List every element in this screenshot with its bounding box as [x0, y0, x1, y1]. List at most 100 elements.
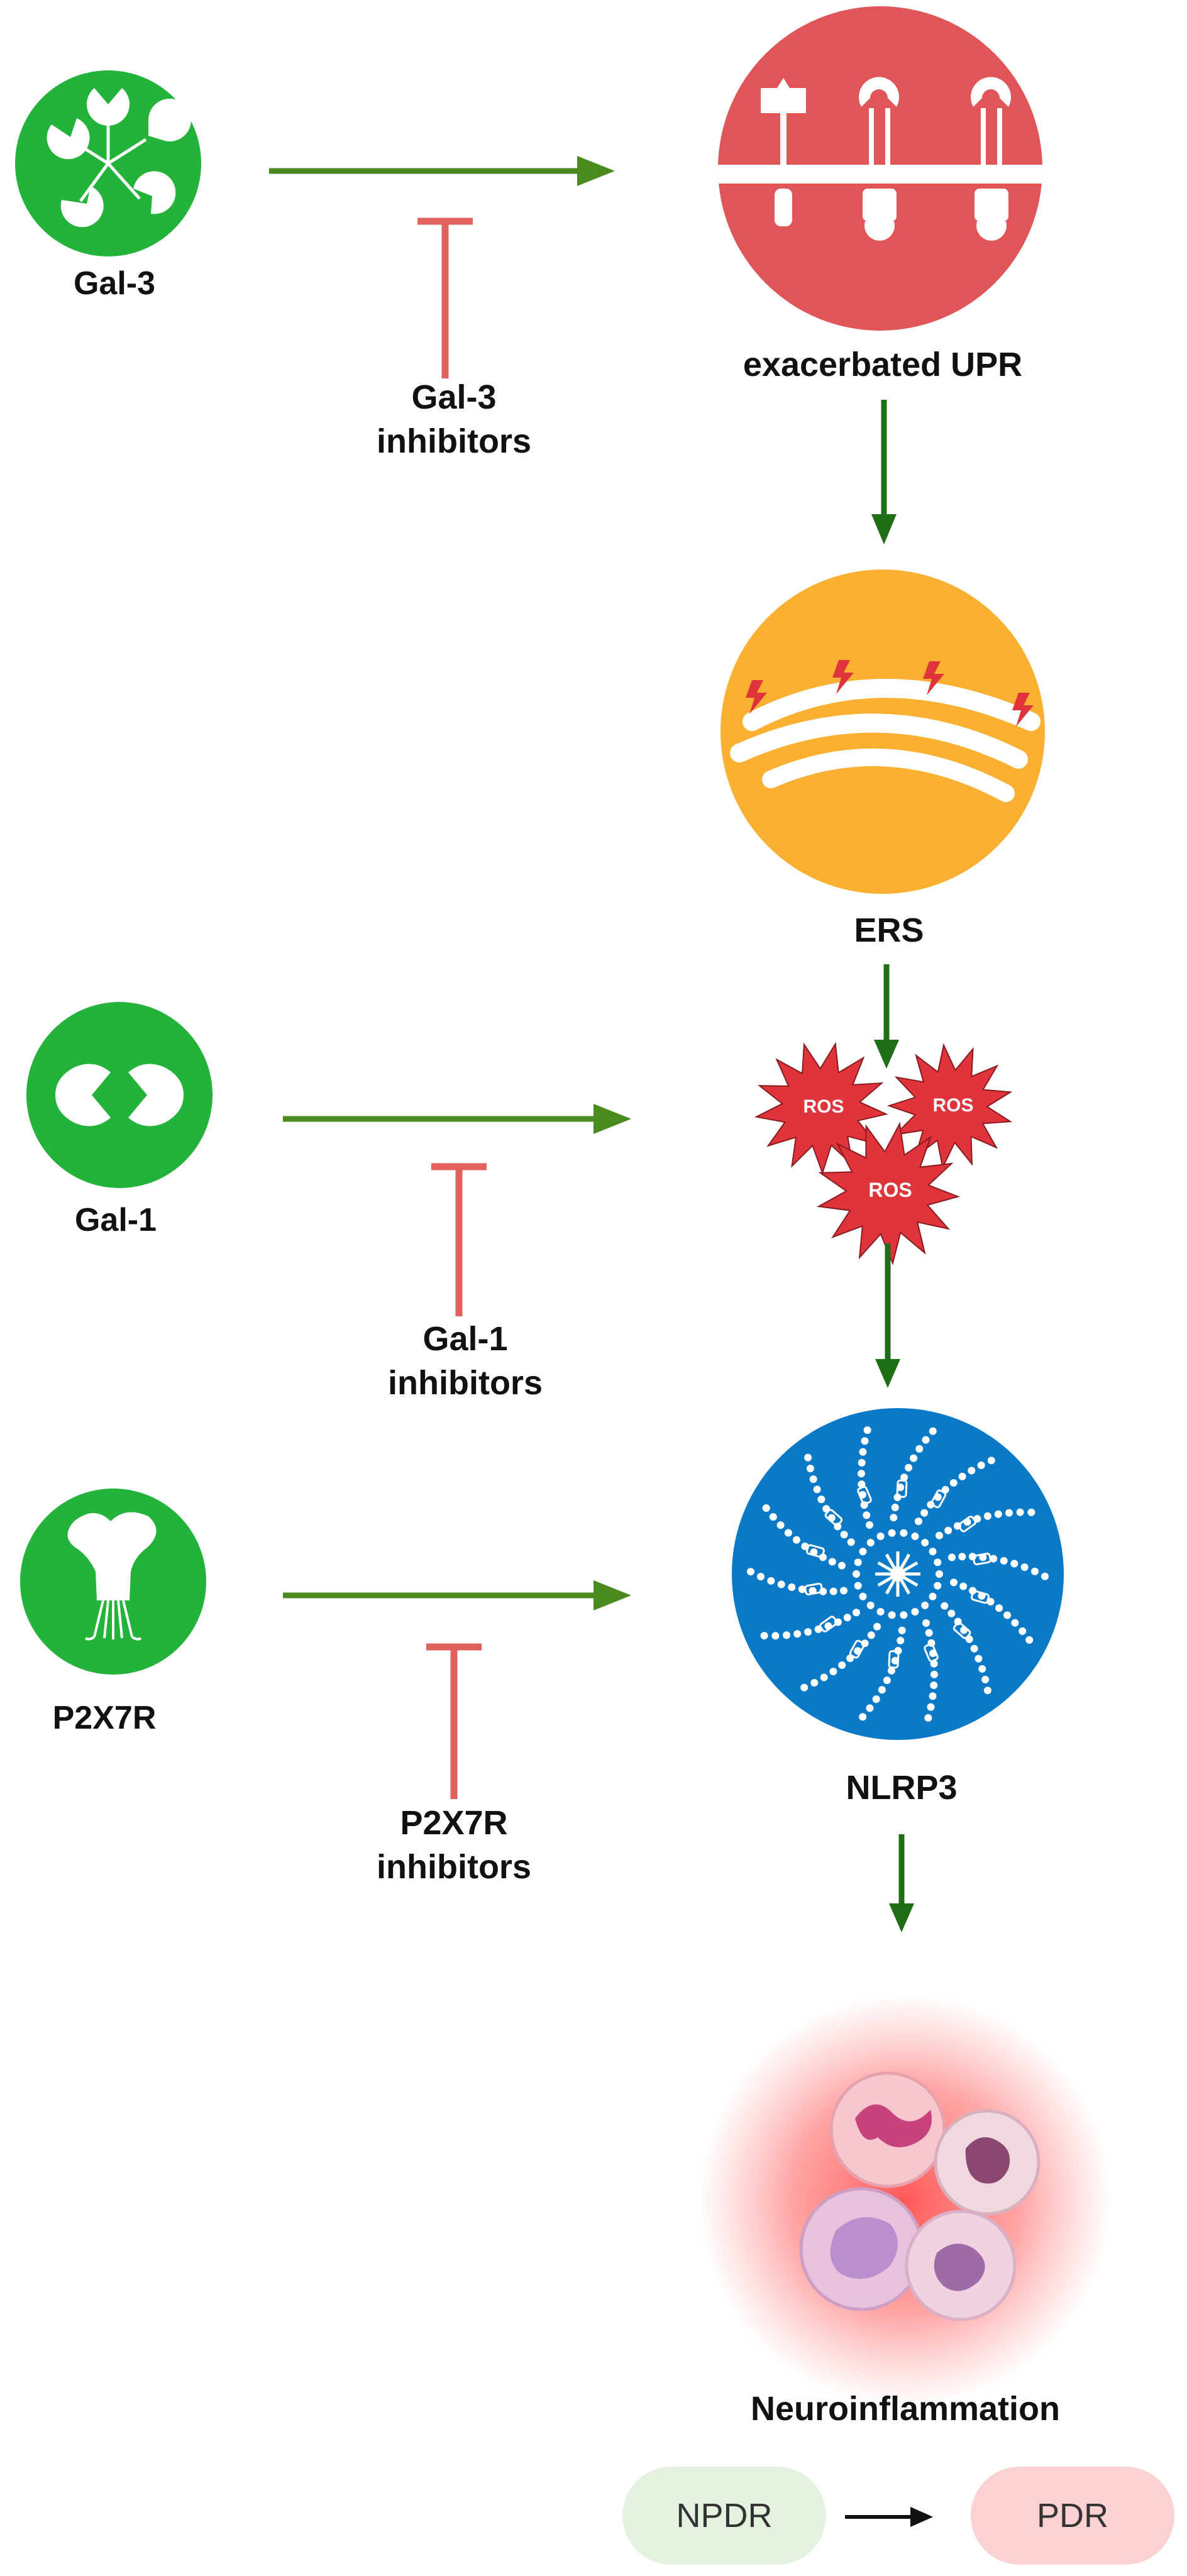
spoke-domain: [857, 1485, 872, 1505]
spoke-dot: [804, 1628, 812, 1636]
spoke-dot: [829, 1587, 837, 1595]
gal1-inhibitors-line2: inhibitors: [388, 1364, 543, 1402]
npdr-label: NPDR: [676, 2497, 772, 2535]
spoke-dot: [817, 1495, 825, 1504]
spoke-dot: [840, 1587, 847, 1595]
spoke-dot: [829, 1668, 837, 1676]
inflammation-glow: [698, 1993, 1113, 2408]
spoke-dot: [777, 1580, 785, 1588]
spoke-dot: [1016, 1508, 1024, 1516]
spoke-dot: [1025, 1636, 1034, 1644]
spoke-dot: [858, 1459, 866, 1467]
spoke-dot: [784, 1529, 792, 1537]
ring-dot: [936, 1570, 943, 1578]
spoke-dot: [950, 1578, 958, 1587]
spoke-dot: [767, 1577, 775, 1585]
spoke-dot: [922, 1619, 930, 1627]
spoke-dot: [905, 1463, 913, 1472]
ring-dot: [929, 1548, 937, 1556]
spoke-dot: [897, 1636, 905, 1644]
ring-dot: [911, 1533, 919, 1540]
ring-dot: [911, 1608, 919, 1616]
upr-node: exacerbated UPR: [718, 6, 1042, 383]
gal3-inhibitors-line2: inhibitors: [377, 422, 531, 460]
spoke-dot: [757, 1573, 765, 1581]
gal1-dimer-icon: [26, 1002, 213, 1188]
spoke-dot: [983, 1512, 991, 1520]
gal1-label: Gal-1: [75, 1202, 157, 1238]
spoke-dot: [840, 1531, 848, 1539]
stress-bolt-icons: [746, 660, 1034, 727]
spoke-dot: [969, 1587, 977, 1595]
spoke-dot: [891, 1504, 899, 1512]
spoke-dot: [878, 1686, 886, 1694]
spoke-dot: [970, 1644, 978, 1653]
spoke-dot: [925, 1629, 933, 1637]
spoke-dot: [788, 1583, 796, 1591]
ers-node: ERS: [720, 570, 1045, 949]
spoke-dot: [861, 1437, 869, 1445]
spoke-dot: [872, 1695, 880, 1704]
spoke-dot: [929, 1692, 937, 1700]
spoke-dot: [981, 1675, 990, 1683]
spoke-dot: [771, 1632, 780, 1640]
ers-label: ERS: [854, 911, 924, 949]
spoke-dot: [1027, 1508, 1035, 1516]
spoke-dot: [1005, 1509, 1013, 1517]
spoke-dot: [927, 1703, 935, 1711]
spoke-dot: [866, 1704, 874, 1712]
ring-dot: [888, 1529, 896, 1537]
pdr-label: PDR: [1037, 2497, 1108, 2535]
upr-to-ers-arrow: [871, 400, 897, 544]
spoke-dot: [800, 1683, 809, 1692]
ring-dot: [859, 1548, 867, 1556]
spoke-dot: [994, 1510, 1002, 1518]
spoke-dot: [922, 1436, 930, 1444]
spoke-dot: [936, 1531, 943, 1539]
spoke-dot: [783, 1631, 790, 1639]
spoke-dot: [883, 1676, 891, 1685]
spoke-dot: [793, 1630, 802, 1638]
spoke-dot: [941, 1602, 949, 1610]
ros-to-nlrp3-arrow: [875, 1243, 900, 1388]
nlrp3-label: NLRP3: [846, 1769, 957, 1807]
spoke-dot: [1000, 1557, 1008, 1565]
ros-label-3: ROS: [868, 1179, 912, 1201]
spoke-dot: [1020, 1563, 1029, 1571]
ring-dot: [876, 1533, 885, 1540]
spoke-dot: [990, 1555, 998, 1563]
spoke-dot: [978, 1665, 986, 1673]
spoke-domain: [952, 1622, 971, 1639]
spoke-domain: [971, 1590, 990, 1604]
ring-dot: [934, 1582, 942, 1590]
spoke-domain: [824, 1509, 843, 1526]
spoke-domain: [896, 1479, 908, 1498]
neuroinflammation-label: Neuroinflammation: [751, 2390, 1060, 2428]
spoke-dot: [838, 1661, 846, 1669]
upr-label: exacerbated UPR: [743, 346, 1022, 383]
spoke-dot: [887, 1666, 895, 1675]
spoke-dot: [944, 1526, 952, 1534]
spoke-dot: [1010, 1560, 1019, 1568]
ring-dot: [888, 1611, 896, 1619]
spoke-dot: [949, 1479, 958, 1487]
ring-dot: [900, 1529, 908, 1537]
p2x7r-inhibitor-symbol: [426, 1643, 482, 1799]
spoke-dot: [929, 1427, 937, 1435]
spoke-dot: [947, 1609, 956, 1617]
spoke-dot: [893, 1494, 902, 1501]
spoke-domain: [806, 1544, 825, 1558]
ring-dot: [900, 1611, 908, 1619]
ring-dot: [921, 1539, 929, 1547]
core-dot: [890, 1566, 905, 1582]
spoke-dot: [927, 1500, 935, 1509]
spoke-dot: [843, 1614, 851, 1622]
spoke-dot: [959, 1582, 968, 1590]
spoke-dot: [863, 1426, 871, 1434]
ring-dot: [866, 1539, 875, 1547]
spoke-dot: [859, 1448, 867, 1456]
spoke-domain: [849, 1639, 865, 1659]
ros-cluster: ROS ROS ROS: [754, 1042, 1013, 1265]
nlrp3-to-neuroinflammation-arrow: [889, 1834, 914, 1932]
ring-dot: [929, 1592, 937, 1600]
